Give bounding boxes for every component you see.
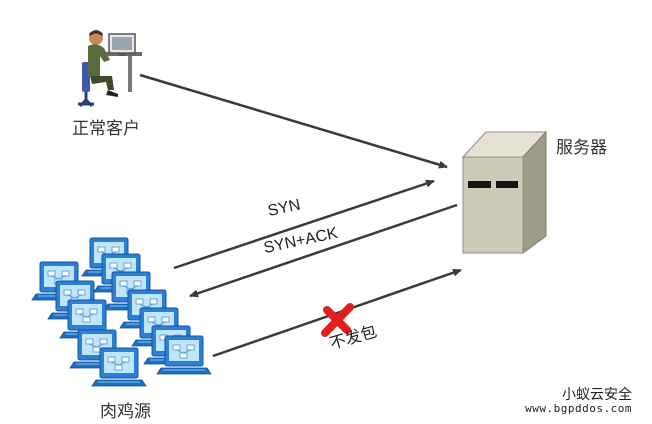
watermark-url: www.bgpddos.com <box>525 402 632 415</box>
blocked-cross-icon <box>321 303 354 337</box>
client-to-server-arrow <box>139 73 448 169</box>
syn-arrow <box>173 179 435 270</box>
watermark-name: 小蚁云安全 <box>562 387 632 403</box>
client-person-icon <box>78 30 142 108</box>
client-label: 正常客户 <box>72 119 140 139</box>
server-label: 服务器 <box>556 138 607 158</box>
synack-arrow <box>189 203 458 298</box>
bots-label: 肉鸡源 <box>100 402 151 422</box>
bot-computers-icon <box>31 237 212 387</box>
server-icon <box>461 130 548 254</box>
no-ack-arrow <box>212 268 462 358</box>
